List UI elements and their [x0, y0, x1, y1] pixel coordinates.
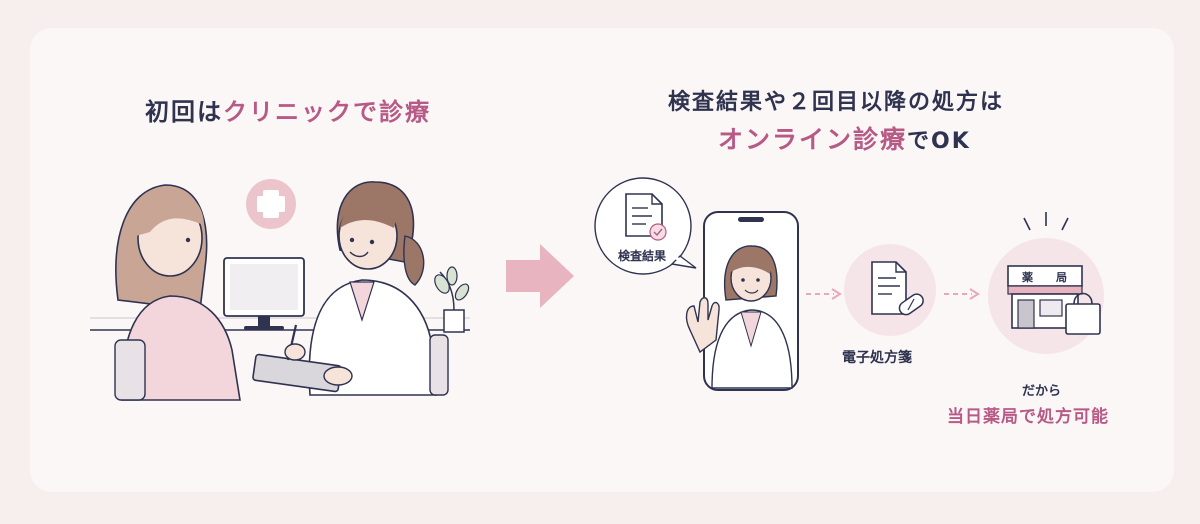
content-card	[30, 28, 1174, 492]
online-scene	[594, 177, 1104, 391]
document-check-icon	[625, 193, 667, 241]
online-heading-line1: 検査結果や２回目以降の処方は	[668, 90, 1005, 115]
shopping-bag-icon	[1065, 292, 1101, 335]
flow-arrow	[506, 244, 574, 308]
test-result-label: 検査結果	[618, 249, 667, 263]
clinic-scene	[90, 179, 470, 401]
doctor-figure	[252, 181, 449, 396]
e-prescription-label: 電子処方箋	[842, 350, 912, 366]
plant-icon	[434, 266, 470, 333]
conclusion-small: だから	[1022, 384, 1062, 399]
clinic-heading-accent: クリニックで診療	[223, 98, 431, 126]
monitor-icon	[223, 257, 305, 330]
pharmacy-sign-char-1: 薬	[1022, 271, 1033, 284]
test-result-bubble	[594, 177, 697, 275]
dashed-arrow-1	[806, 288, 842, 300]
prescription-pill-icon	[844, 244, 936, 336]
clinic-cross-icon	[246, 179, 296, 229]
online-heading-line2: オンライン診療でOK	[718, 125, 971, 154]
dashed-arrow-2	[944, 288, 980, 300]
patient-figure	[114, 184, 241, 401]
smartphone-icon	[685, 211, 799, 391]
pharmacy-sign-char-2: 局	[1056, 271, 1067, 284]
clinic-heading: 初回はクリニックで診療	[145, 98, 431, 126]
conclusion-accent: 当日薬局で処方可能	[947, 407, 1109, 427]
